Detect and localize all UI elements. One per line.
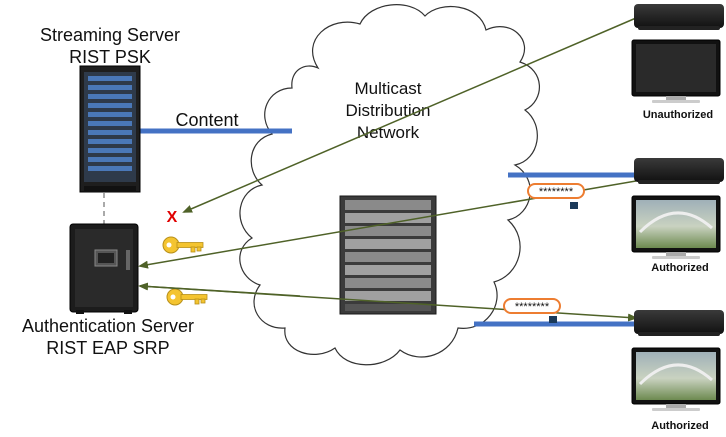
cloud-label-line1: Multicast [354, 79, 421, 98]
cloud-label-line2: Distribution [345, 101, 430, 120]
monitor-icon [631, 347, 721, 411]
monitor-icon [631, 195, 721, 259]
denied-x-icon: X [167, 209, 178, 226]
authorized-response-arrow [138, 282, 301, 297]
streaming-server-protocol: RIST PSK [69, 47, 151, 67]
streaming-server-icon [79, 65, 141, 193]
set-top-box-icon [634, 4, 724, 30]
receiver-status-authorized: Authorized [651, 262, 708, 274]
password-mask: ******** [539, 186, 574, 198]
key-icon [166, 288, 208, 306]
set-top-box-icon [634, 310, 724, 336]
password-badge: ******** [503, 298, 561, 323]
receiver-status-authorized: Authorized [651, 420, 708, 432]
monitor-icon [631, 39, 721, 103]
auth-server-title: Authentication Server [22, 316, 194, 336]
set-top-box-icon [634, 158, 724, 184]
streaming-server-title: Streaming Server [40, 25, 180, 45]
cloud-label-line3: Network [357, 123, 420, 142]
key-icon [162, 236, 204, 254]
content-label: Content [175, 110, 238, 130]
password-badge: ******** [527, 183, 585, 209]
auth-server-protocol: RIST EAP SRP [46, 338, 169, 358]
receiver-status-unauthorized: Unauthorized [643, 109, 713, 121]
unauthorized-request-arrow [182, 17, 637, 213]
cloud-shape [239, 4, 540, 366]
network-chassis-icon [339, 195, 437, 315]
password-mask: ******** [515, 301, 550, 313]
authentication-server-icon [69, 223, 139, 314]
